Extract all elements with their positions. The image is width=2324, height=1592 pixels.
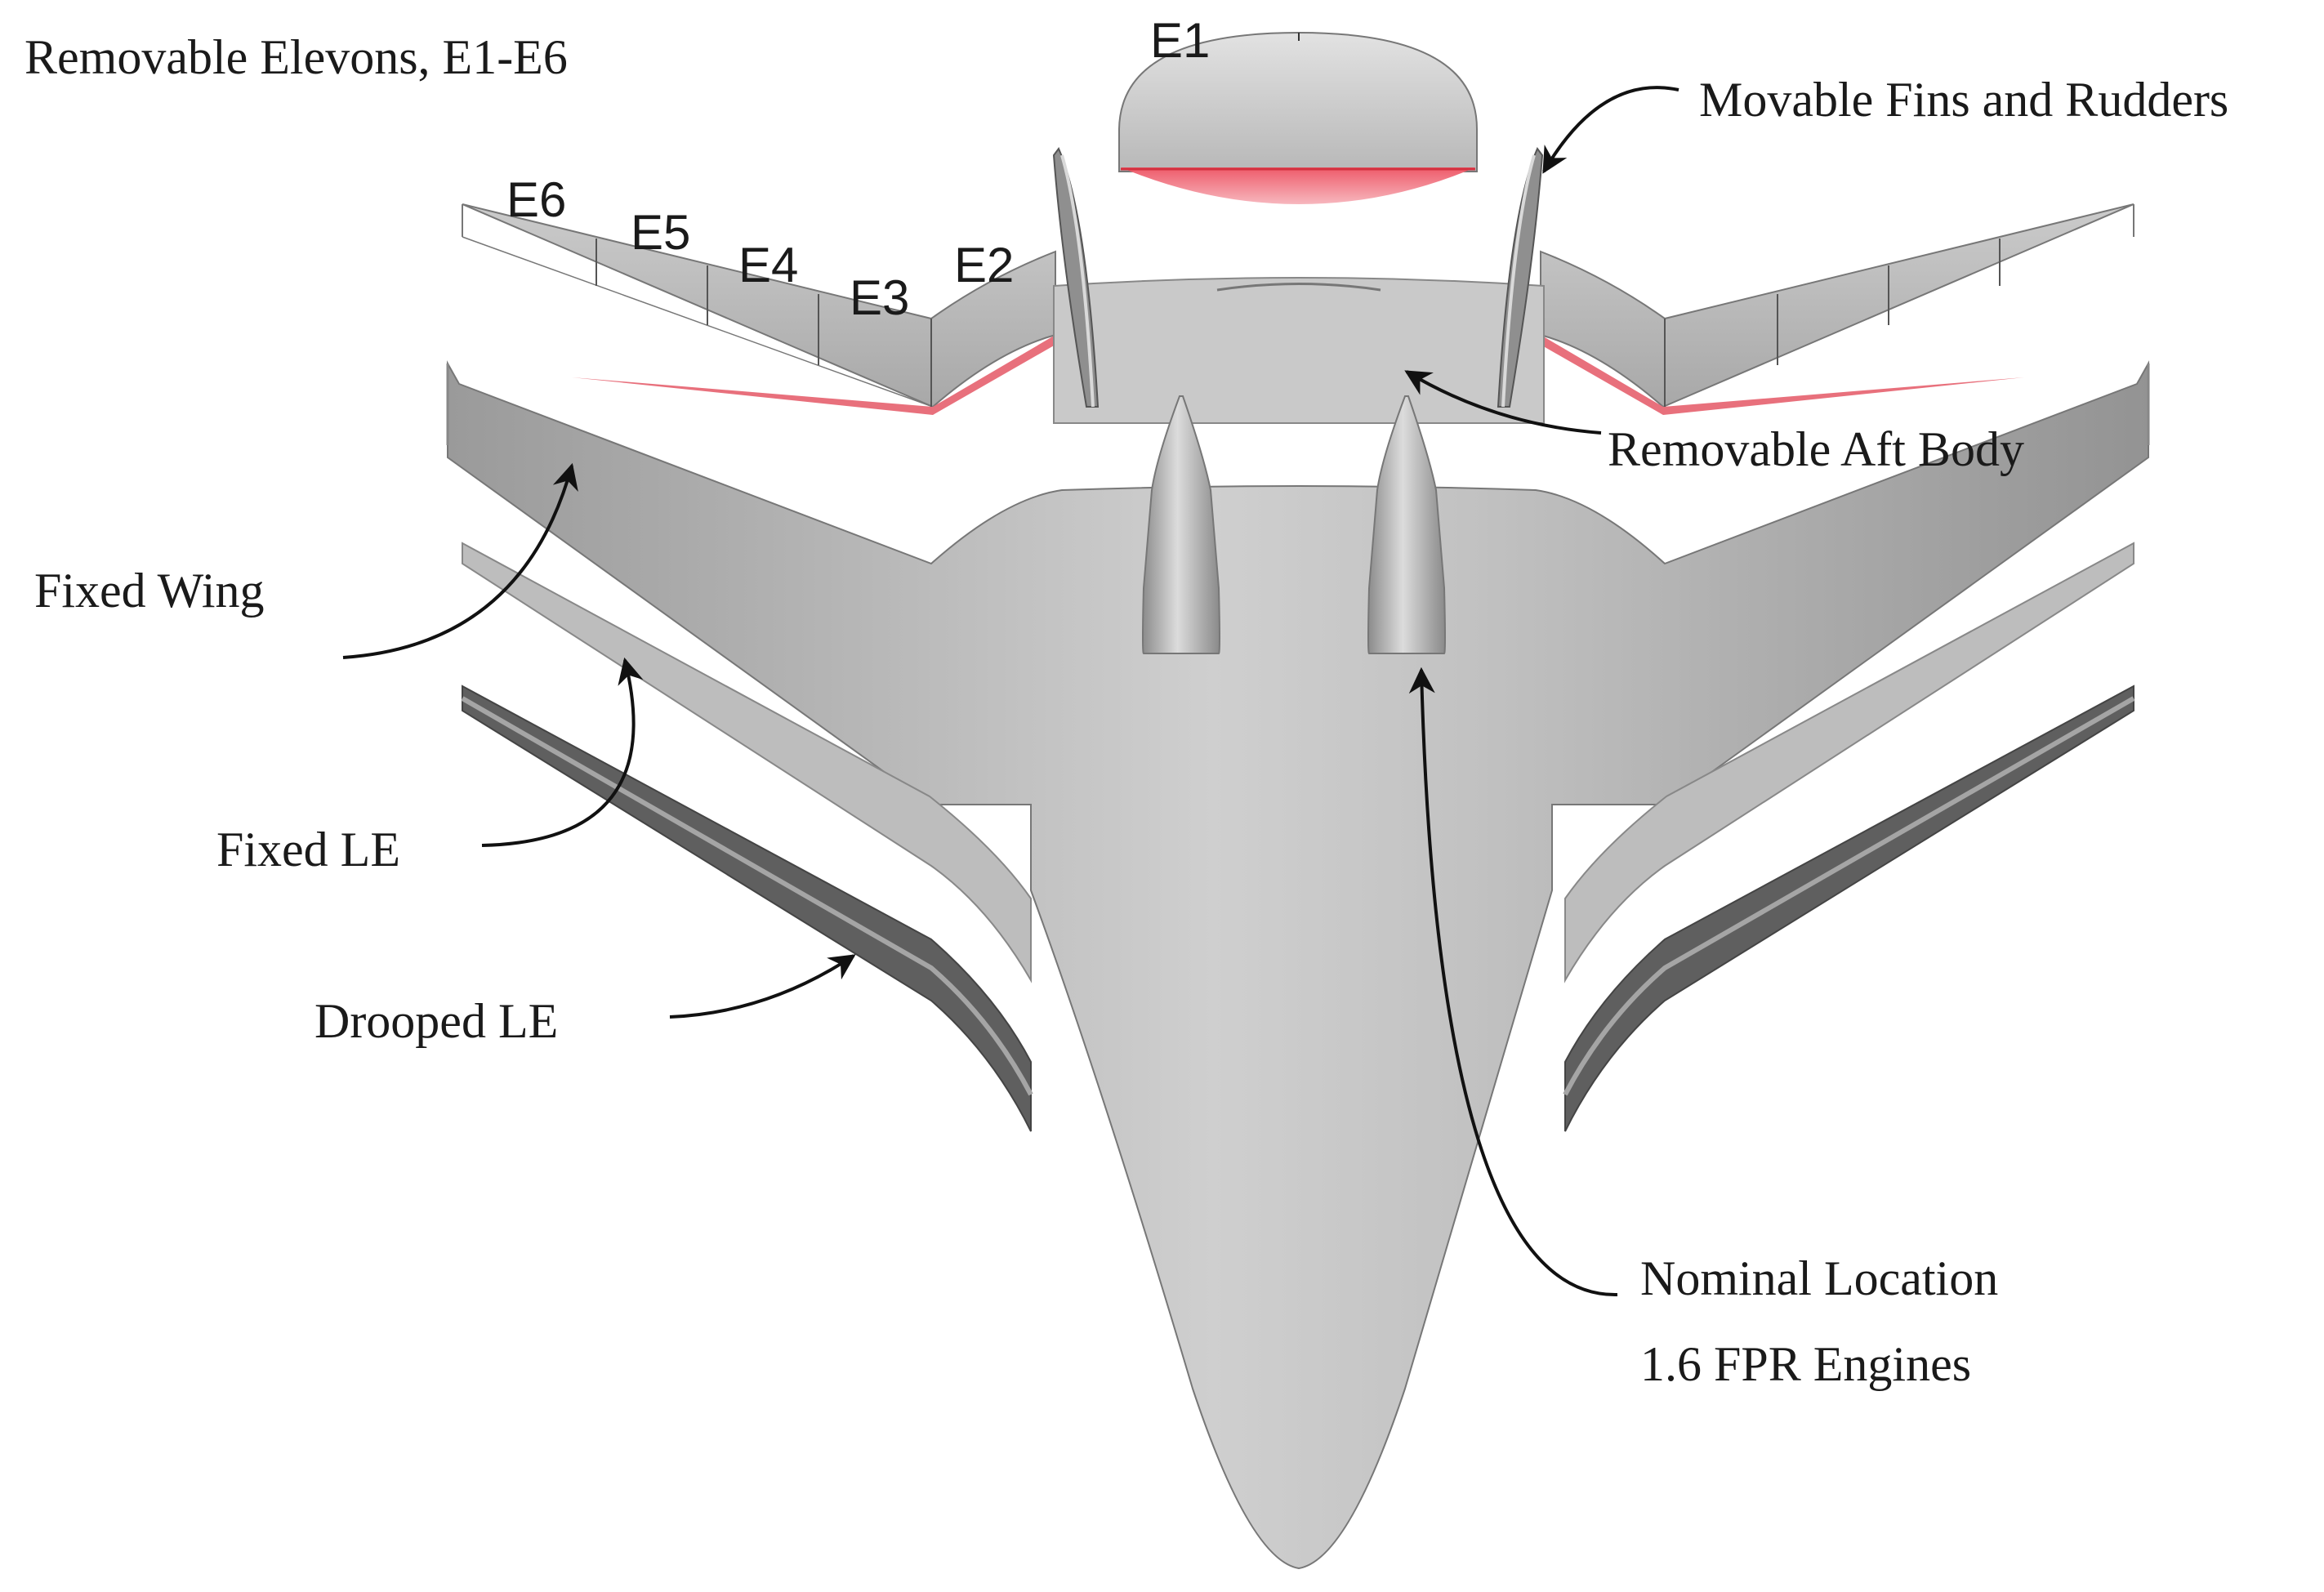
elevon-e1 (1118, 31, 1478, 204)
fixed-le-left (462, 542, 1032, 983)
elevons-left (462, 203, 1056, 415)
elevon-label-e1: E1 (1150, 13, 1210, 68)
drooped-le-right (1563, 685, 2135, 1132)
arrow-aft-body (1404, 370, 1602, 435)
label-fixed-le: Fixed LE (216, 823, 400, 876)
drooped-le-left (461, 685, 1033, 1132)
elevon-label-e2: E2 (954, 238, 1014, 292)
label-nominal-location: Nominal Location (1640, 1251, 1998, 1305)
aft-body (1053, 277, 1545, 424)
label-removable-aft-body: Removable Aft Body (1608, 422, 2024, 476)
arrow-engines (1408, 667, 1618, 1297)
label-fpr-engines: 1.6 FPR Engines (1640, 1337, 1971, 1391)
label-fixed-wing: Fixed Wing (34, 564, 264, 618)
elevon-label-e4: E4 (738, 238, 798, 292)
annotation-arrows (342, 86, 1679, 1297)
engine-left (1142, 395, 1220, 654)
arrow-movable-fins (1542, 86, 1679, 174)
fixed-le-right (1564, 542, 2134, 983)
elevons-right (1540, 203, 2134, 415)
label-movable-fins: Movable Fins and Rudders (1699, 73, 2228, 127)
label-removable-elevons: Removable Elevons, E1-E6 (25, 30, 568, 84)
arrow-fixed-wing (342, 462, 578, 659)
fin-right (1497, 147, 1544, 408)
engine-right (1367, 395, 1446, 654)
elevon-label-e6: E6 (506, 172, 566, 227)
elevon-label-e5: E5 (631, 205, 690, 260)
arrow-drooped-le (669, 954, 856, 1019)
elevon-label-e3: E3 (850, 270, 909, 325)
arrow-fixed-le (481, 657, 644, 847)
label-drooped-le: Drooped LE (314, 994, 558, 1048)
fin-left (1052, 147, 1100, 408)
